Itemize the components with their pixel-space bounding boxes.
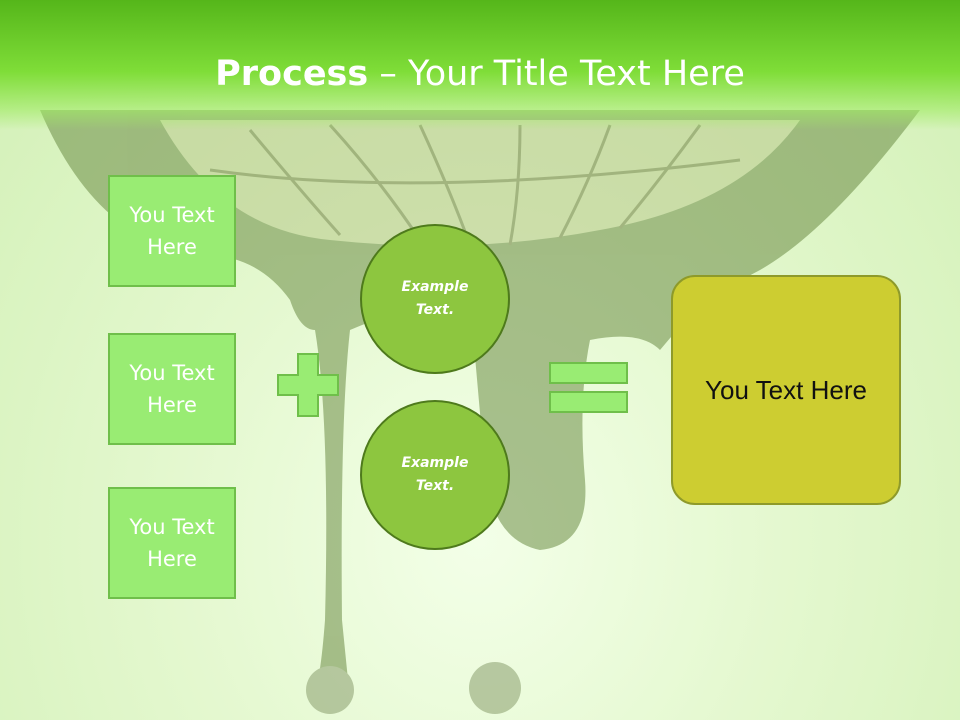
input-box-1[interactable]: You Text Here [108,175,236,287]
input-box-label: You Text Here [129,203,215,259]
example-circle-2[interactable]: Example Text. [360,400,510,550]
input-box-label: You Text Here [129,361,215,417]
input-box-3[interactable]: You Text Here [108,487,236,599]
plus-icon [277,353,339,417]
input-box-label: You Text Here [129,515,215,571]
title-bold: Process [215,54,369,94]
result-label: You Text Here [705,374,867,405]
title-bar [0,0,960,130]
equals-icon [549,362,628,413]
circle-label: Example Text. [401,279,469,318]
title-rest: – Your Title Text Here [368,54,745,94]
circle-label: Example Text. [401,455,469,494]
result-box[interactable]: You Text Here [671,275,901,505]
slide-title: Process – Your Title Text Here [0,52,960,96]
input-box-2[interactable]: You Text Here [108,333,236,445]
example-circle-1[interactable]: Example Text. [360,224,510,374]
